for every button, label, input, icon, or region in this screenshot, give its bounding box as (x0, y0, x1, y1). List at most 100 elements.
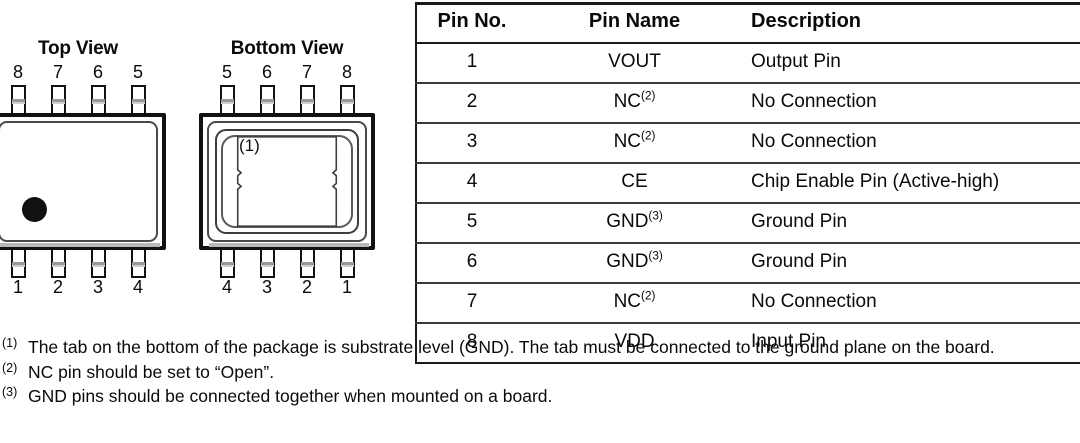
pin-number-label: 8 (341, 62, 352, 82)
top-view-package-body (0, 113, 166, 250)
pin-lead (207, 85, 247, 115)
pin-number-label: 3 (92, 277, 103, 297)
pin-number-label: 7 (301, 62, 312, 82)
cell-pin-no: 1 (415, 43, 527, 84)
package-body-outline (0, 121, 158, 242)
bottom-view-lower-pin-numbers: 4 3 2 1 (197, 277, 377, 297)
footnote-marker: (2) (2, 360, 18, 375)
footnotes: (1) The tab on the bottom of the package … (2, 336, 1078, 410)
pin-number-label: 1 (12, 277, 23, 297)
pin-name-text: GND (606, 251, 649, 272)
pin-lead (0, 248, 38, 278)
pin-name-text: NC (613, 131, 642, 152)
pin-lead (118, 248, 158, 278)
pin-number-label: 1 (341, 277, 352, 297)
pin-number-label: 7 (52, 62, 63, 82)
cell-description: No Connection (742, 123, 1080, 164)
footnote-marker: (3) (2, 385, 18, 399)
exposed-pad-outer-ring (221, 135, 353, 228)
pin-lead (327, 85, 367, 115)
pin-number-label: 6 (261, 62, 272, 82)
package-body-outline: (1) (207, 121, 367, 242)
cell-pin-name: VDD (527, 323, 742, 364)
cell-description: Input Pin (742, 323, 1080, 364)
pin-name-text: NC (613, 291, 642, 312)
cell-pin-name: CE (527, 163, 742, 204)
pin-lead (78, 85, 118, 115)
pin-number-label: 6 (92, 62, 103, 82)
cell-pin-no: 3 (415, 123, 527, 164)
cell-pin-no: 2 (415, 83, 527, 124)
bottom-view-diagram: Bottom View 5 6 7 8 (197, 0, 377, 330)
cell-pin-no: 4 (415, 163, 527, 204)
top-view-title: Top View (37, 38, 119, 59)
footnote-text: The tab on the bottom of the package is … (28, 337, 995, 357)
pin-lead (247, 248, 287, 278)
bottom-view-upper-leads (197, 85, 377, 115)
pin-lead (0, 85, 38, 115)
cell-pin-name: NC(2) (527, 283, 742, 324)
column-header-description: Description (742, 2, 1080, 44)
cell-pin-name: VOUT (527, 43, 742, 84)
cell-pin-name: NC(2) (527, 123, 742, 164)
footnote-marker: (1) (2, 336, 18, 350)
cell-pin-name: GND(3) (527, 243, 742, 284)
cell-pin-name: NC(2) (527, 83, 742, 124)
cell-pin-no: 8 (415, 323, 527, 364)
cell-pin-no: 7 (415, 283, 527, 324)
pin-name-text: NC (613, 91, 642, 112)
pin-number-label: 5 (132, 62, 143, 82)
table-header-row: Pin No. Pin Name Description (415, 2, 1080, 44)
pin-number-label: 4 (221, 277, 232, 297)
column-header-pin-no: Pin No. (415, 2, 527, 44)
pin-lead (118, 85, 158, 115)
column-header-pin-name: Pin Name (527, 2, 742, 44)
pin-lead (287, 248, 327, 278)
pin-number-label: 4 (132, 277, 143, 297)
cell-description: No Connection (742, 83, 1080, 124)
pin-name-footnote-ref: (2) (641, 289, 656, 303)
top-view-lower-leads (0, 248, 168, 278)
pin-number-label: 2 (301, 277, 312, 297)
pin-number-label: 2 (52, 277, 63, 297)
pin-lead (38, 85, 78, 115)
pin-name-text: VOUT (608, 51, 661, 72)
cell-description: Ground Pin (742, 203, 1080, 244)
package-body-shadow (0, 243, 160, 247)
top-view-diagram: Top View 8 7 6 5 (0, 0, 168, 330)
bottom-view-lower-leads (197, 248, 377, 278)
bottom-view-title: Bottom View (230, 38, 344, 59)
pin-number-label: 8 (12, 62, 23, 82)
bottom-view-upper-pin-numbers: 5 6 7 8 (197, 62, 377, 82)
cell-pin-name: GND(3) (527, 203, 742, 244)
top-view-lower-pin-numbers: 1 2 3 4 (0, 277, 168, 297)
pin-name-footnote-ref: (2) (641, 129, 656, 143)
footnote-item: (2) NC pin should be set to “Open”. (2, 361, 1078, 385)
top-view-upper-leads (0, 85, 168, 115)
pin-1-dot-icon (22, 197, 47, 222)
footnote-text: NC pin should be set to “Open”. (28, 361, 275, 382)
footnote-text: GND pins should be connected together wh… (28, 386, 553, 406)
table-top-rule (415, 2, 1080, 5)
pin-lead (327, 248, 367, 278)
pin-lead (207, 248, 247, 278)
exposed-pad-inner-ring (215, 129, 359, 234)
exposed-thermal-tab: (1) (231, 133, 343, 230)
pin-lead (287, 85, 327, 115)
cell-pin-no: 6 (415, 243, 527, 284)
package-body-shadow (209, 243, 369, 247)
pin-name-text: CE (621, 171, 648, 192)
table-row: 4 CE Chip Enable Pin (Active-high) (415, 163, 1080, 204)
pin-lead (38, 248, 78, 278)
footnote-item: (1) The tab on the bottom of the package … (2, 336, 1078, 360)
cell-description: Chip Enable Pin (Active-high) (742, 163, 1080, 204)
package-diagrams: Top View 8 7 6 5 (0, 0, 412, 330)
